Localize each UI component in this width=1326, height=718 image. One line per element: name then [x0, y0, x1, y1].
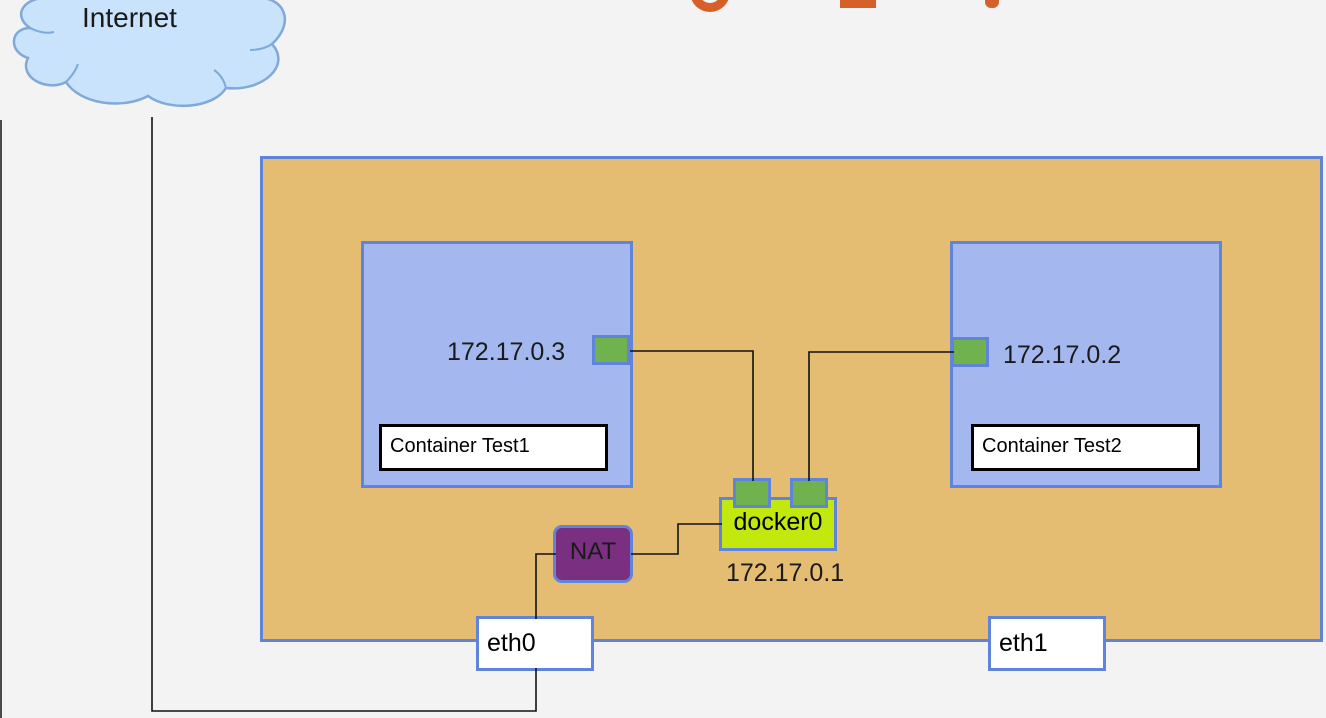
title-fragment	[985, 0, 999, 8]
wire-eth0-to-internet	[151, 117, 537, 712]
wire-test2-to-docker0	[808, 351, 954, 481]
docker0-bridge: docker0	[719, 497, 837, 551]
title-fragment	[840, 0, 876, 8]
internet-cloud-icon	[12, 0, 287, 108]
container-ip-label: 172.17.0.3	[447, 338, 566, 366]
wire-test1-to-docker0	[630, 350, 754, 481]
wire-nat-to-eth0	[535, 553, 556, 619]
container-name-label: Container Test1	[379, 424, 608, 471]
wire-docker0-to-nat	[631, 523, 722, 555]
bridge-ip-label: 172.17.0.1	[726, 559, 845, 587]
container-ip-label: 172.17.0.2	[1003, 341, 1122, 369]
internet-label: Internet	[82, 2, 177, 33]
container-veth-port	[592, 335, 630, 365]
container-veth-port	[951, 337, 989, 367]
bridge-port	[790, 478, 828, 508]
bridge-port	[733, 478, 771, 508]
window-edge	[0, 120, 2, 718]
interface-eth0: eth0	[476, 616, 594, 671]
container-name-label: Container Test2	[971, 424, 1200, 471]
nat-box: NAT	[553, 525, 633, 583]
interface-eth1: eth1	[988, 616, 1106, 671]
